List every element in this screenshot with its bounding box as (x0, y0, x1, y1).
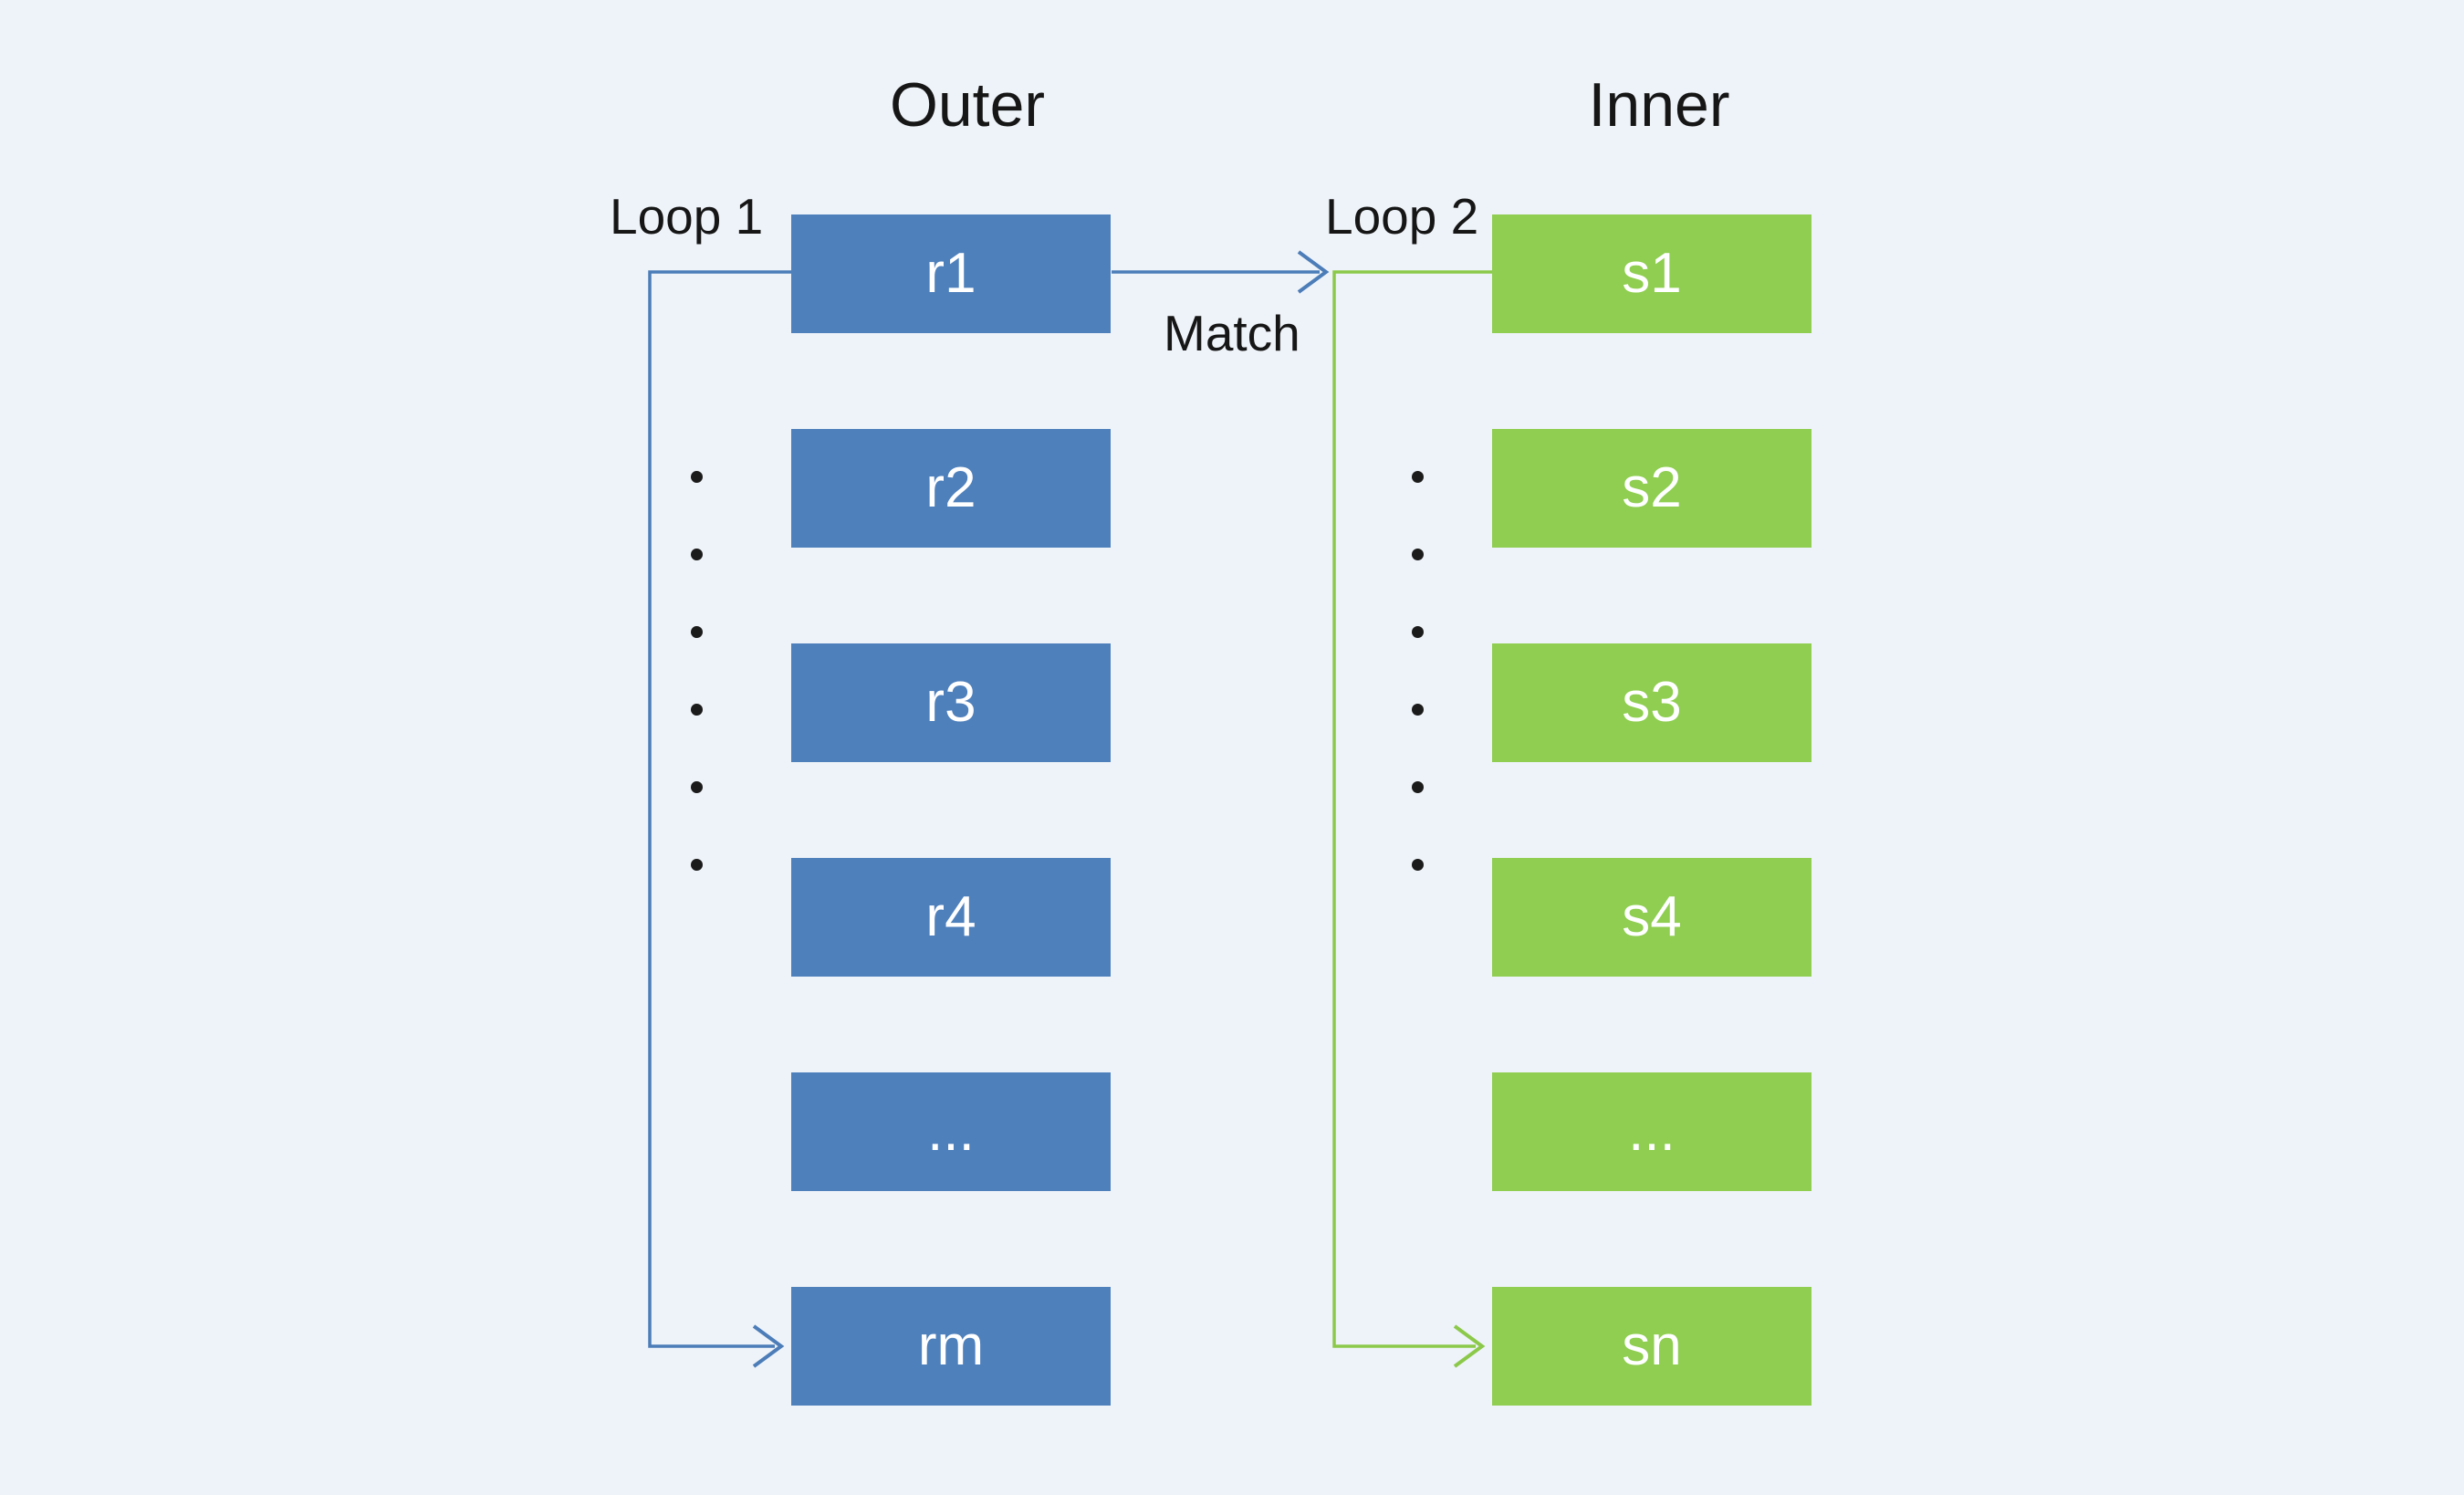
outer-box: r4 (791, 858, 1111, 977)
loop2-label: Loop 2 (1325, 188, 1479, 245)
outer-box: r1 (791, 214, 1111, 333)
inner-dot-icon (1412, 859, 1424, 871)
inner-loop-arrowhead-icon (1453, 1324, 1486, 1368)
inner-box: sn (1492, 1287, 1811, 1406)
inner-dot-icon (1412, 471, 1424, 483)
inner-dot-icon (1412, 704, 1424, 716)
inner-dot-icon (1412, 549, 1424, 560)
inner-box: s2 (1492, 429, 1811, 548)
outer-loop-arrowhead-icon (752, 1324, 785, 1368)
outer-box: r2 (791, 429, 1111, 548)
inner-loop-line (1332, 270, 1492, 1348)
outer-column-title: Outer (889, 70, 1046, 140)
outer-box: rm (791, 1287, 1111, 1406)
outer-dot-icon (691, 781, 703, 793)
inner-box: ... (1492, 1072, 1811, 1191)
outer-dot-icon (691, 471, 703, 483)
outer-box: r3 (791, 643, 1111, 762)
inner-box: s1 (1492, 214, 1811, 333)
outer-dot-icon (691, 859, 703, 871)
match-arrowhead-icon (1297, 250, 1330, 294)
outer-box: ... (791, 1072, 1111, 1191)
outer-dot-icon (691, 704, 703, 716)
inner-box: s3 (1492, 643, 1811, 762)
loop1-label: Loop 1 (610, 188, 764, 245)
inner-box: s4 (1492, 858, 1811, 977)
outer-dot-icon (691, 549, 703, 560)
outer-dot-icon (691, 626, 703, 638)
inner-dot-icon (1412, 626, 1424, 638)
match-label: Match (1164, 305, 1300, 361)
inner-column-title: Inner (1588, 70, 1730, 140)
inner-dot-icon (1412, 781, 1424, 793)
outer-loop-line (648, 270, 791, 1348)
